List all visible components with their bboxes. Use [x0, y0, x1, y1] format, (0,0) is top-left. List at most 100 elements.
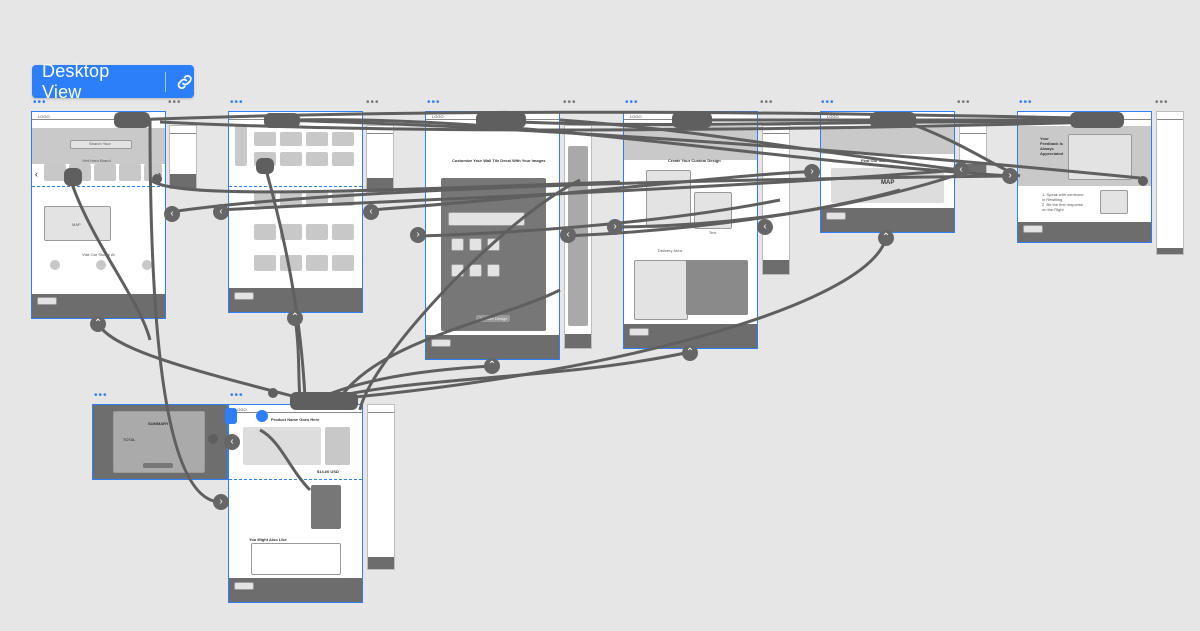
frame-handle[interactable]: ••• [230, 97, 244, 108]
frame-menu-icon[interactable]: ••• [563, 97, 577, 108]
product-tile[interactable] [280, 192, 302, 206]
chevron-up-icon[interactable]: ⌃ [878, 230, 894, 246]
connection-anchor[interactable] [1070, 112, 1124, 128]
artboard-customize[interactable]: LOGO Customize Your Wall Tile Decal With… [425, 111, 560, 360]
product-tile[interactable] [306, 132, 328, 146]
connection-anchor[interactable] [1138, 176, 1148, 186]
artboard-home[interactable]: LOGO Search Your Vert Hero Brand ‹ › MAP… [31, 111, 166, 319]
chevron-up-icon[interactable]: ⌃ [484, 358, 500, 374]
connection-anchor-selected[interactable] [225, 408, 237, 424]
connection-anchor[interactable] [152, 174, 162, 184]
frame-menu-icon[interactable]: ••• [1155, 97, 1169, 108]
artboard-feedback[interactable]: LOGO Your Feedback Is Always Appreciated… [1017, 111, 1152, 243]
product-tile[interactable] [254, 132, 276, 146]
footer-logo-button[interactable] [37, 297, 57, 305]
chevron-left-icon[interactable]: ‹ [363, 204, 379, 220]
chevron-left-icon[interactable]: ‹ [757, 219, 773, 235]
artboard-summary-overlay[interactable]: SUMMARY TOTAL [92, 404, 228, 480]
product-tile[interactable] [280, 132, 302, 146]
product-tile[interactable] [280, 255, 302, 271]
chevron-up-icon[interactable]: ⌃ [90, 316, 106, 332]
product-gallery[interactable] [243, 427, 321, 465]
chevron-right-icon[interactable]: › [607, 219, 623, 235]
chevron-left-icon[interactable]: ‹ [953, 162, 969, 178]
footer-logo-button[interactable] [826, 212, 846, 220]
product-tile[interactable] [306, 152, 328, 166]
image-slot[interactable] [451, 264, 464, 277]
product-tile[interactable] [332, 132, 354, 146]
mobile-artboard-feedback[interactable] [1156, 111, 1184, 255]
chevron-right-icon[interactable]: › [804, 164, 820, 180]
chevron-up-icon[interactable]: ⌃ [682, 345, 698, 361]
artboard-stores[interactable]: LOGO Find Our Stores MAP [820, 111, 955, 233]
product-tile[interactable] [254, 255, 276, 271]
product-tile[interactable] [280, 224, 302, 240]
customize-panel[interactable] [441, 178, 546, 331]
connection-anchor[interactable] [64, 168, 82, 186]
product-tile[interactable] [254, 192, 276, 206]
frame-handle[interactable]: ••• [1019, 97, 1033, 108]
frame-handle[interactable]: ••• [230, 390, 244, 401]
artboard-catalog[interactable]: LOGO [228, 111, 363, 313]
link-icon[interactable] [175, 72, 194, 92]
product-tile[interactable] [306, 192, 328, 206]
product-tile[interactable] [332, 224, 354, 240]
connection-anchor[interactable] [476, 112, 526, 128]
image-slot[interactable] [487, 238, 500, 251]
product-thumb[interactable] [325, 427, 350, 465]
frame-menu-icon[interactable]: ••• [760, 97, 774, 108]
product-tile[interactable] [306, 255, 328, 271]
connection-anchor[interactable] [672, 112, 712, 128]
artboard-custom-design[interactable]: LOGO Create Your Custom Design Text Deli… [623, 111, 758, 349]
chevron-right-icon[interactable]: › [213, 494, 229, 510]
order-form[interactable] [686, 260, 748, 315]
upload-field[interactable] [448, 212, 525, 226]
sidebar-filter[interactable] [235, 126, 247, 166]
product-tile[interactable] [254, 224, 276, 240]
connection-anchor-selected[interactable] [256, 410, 268, 422]
frame-handle[interactable]: ••• [94, 390, 108, 401]
connection-anchor[interactable] [114, 112, 150, 128]
frame-handle[interactable]: ••• [427, 97, 441, 108]
mobile-artboard-catalog[interactable] [366, 125, 394, 193]
carousel-card[interactable] [119, 164, 141, 181]
chevron-left-icon[interactable]: ‹ [213, 204, 229, 220]
product-tile[interactable] [332, 255, 354, 271]
connection-anchor[interactable] [290, 392, 358, 410]
frame-menu-icon[interactable]: ••• [366, 97, 380, 108]
footer-logo-button[interactable] [629, 328, 649, 336]
frame-menu-icon[interactable]: ••• [168, 97, 182, 108]
frame-handle[interactable]: ••• [821, 97, 835, 108]
image-slot[interactable] [487, 264, 500, 277]
product-tile[interactable] [332, 192, 354, 206]
product-tile[interactable] [280, 152, 302, 166]
image-slot[interactable] [451, 238, 464, 251]
connection-anchor[interactable] [264, 113, 300, 128]
connection-anchor[interactable] [268, 388, 278, 398]
checkout-button[interactable] [143, 463, 173, 468]
frame-handle[interactable]: ••• [625, 97, 639, 108]
artboard-product[interactable]: LOGO Product Name Goes Here $14.00 USD Y… [228, 404, 363, 603]
footer-logo-button[interactable] [234, 292, 254, 300]
mobile-artboard-product[interactable] [367, 404, 395, 570]
carousel-card[interactable] [94, 164, 116, 181]
chevron-left-icon[interactable]: ‹ [224, 434, 240, 450]
chevron-right-icon[interactable]: › [1002, 168, 1018, 184]
carousel-prev-icon[interactable]: ‹ [35, 169, 38, 179]
chevron-left-icon[interactable]: ‹ [164, 206, 180, 222]
image-slot[interactable] [469, 238, 482, 251]
product-tile[interactable] [332, 152, 354, 166]
connection-anchor[interactable] [256, 158, 274, 174]
connection-anchor[interactable] [208, 434, 218, 444]
carousel-card[interactable] [44, 164, 66, 181]
frame-handle[interactable]: ••• [33, 97, 47, 108]
mobile-artboard-home[interactable] [169, 125, 197, 189]
add-to-cart-panel[interactable] [311, 485, 341, 529]
connection-anchor[interactable] [870, 112, 916, 128]
footer-logo-button[interactable] [234, 582, 254, 590]
hero-search-button[interactable] [70, 140, 132, 149]
feedback-form[interactable] [1068, 134, 1132, 180]
chevron-left-icon[interactable]: ‹ [560, 227, 576, 243]
desktop-view-chip[interactable]: Desktop View [32, 61, 194, 102]
video-thumb[interactable] [1100, 190, 1128, 214]
